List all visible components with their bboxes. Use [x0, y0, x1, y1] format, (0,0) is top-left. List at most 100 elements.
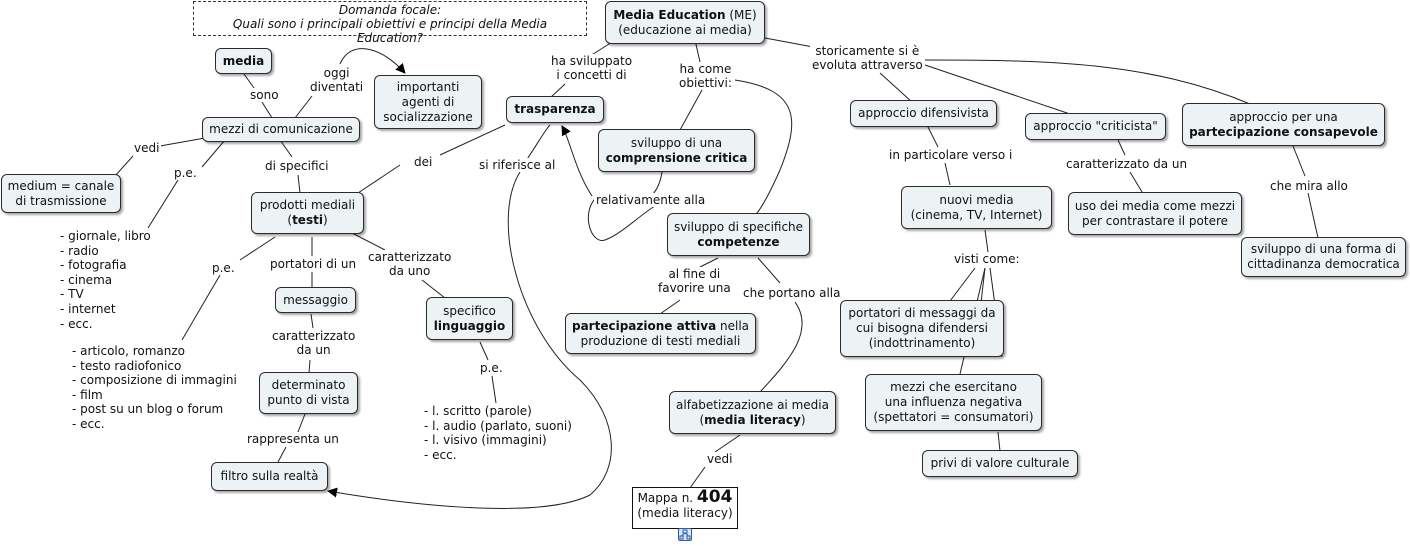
- node-privi-valore[interactable]: privi di valore culturale: [922, 450, 1078, 477]
- label-rappresenta-un: rappresenta un: [245, 432, 341, 446]
- list-item: - l. audio (parlato, suoni): [424, 418, 572, 433]
- partecipazione-attiva-line-2: produzione di testi mediali: [580, 333, 741, 348]
- node-comprensione-critica[interactable]: sviluppo di una comprensione critica: [598, 129, 755, 172]
- node-filtro-realta[interactable]: filtro sulla realtà: [211, 462, 328, 491]
- label-ha-sviluppato-2: i concetti di: [556, 68, 627, 82]
- medium-line-1: medium = canale: [7, 178, 115, 193]
- node-trasparenza[interactable]: trasparenza: [506, 96, 604, 123]
- label-storicamente-2: evoluta attraverso: [812, 58, 923, 72]
- label-caratterizzato-uno-2: da uno: [388, 264, 431, 278]
- node-partecipazione-consapevole[interactable]: approccio per una partecipazione consape…: [1182, 103, 1385, 146]
- linguaggio-line-2: linguaggio: [433, 318, 506, 333]
- node-partecipazione-attiva[interactable]: partecipazione attiva nella produzione d…: [565, 313, 756, 354]
- privi-label: privi di valore culturale: [930, 456, 1070, 470]
- medium-line-2: di trasmissione: [15, 193, 107, 208]
- label-caratterizzato-uno-1: caratterizzato: [368, 250, 452, 264]
- cittadinanza-line-2: cittadinanza democratica: [1247, 257, 1400, 271]
- label-pe-linguaggio: p.e.: [478, 361, 505, 375]
- uso-media-line-2: per contrastare il potere: [1081, 213, 1229, 228]
- node-media-education[interactable]: Media Education (ME) (educazione ai medi…: [605, 1, 765, 44]
- mezzi-label: mezzi di comunicazione: [209, 122, 353, 136]
- label-ha-sviluppato: ha sviluppato i concetti di: [549, 54, 635, 82]
- portatori-line-3: (indottrinamento): [868, 336, 976, 350]
- label-ha-come-1: ha come: [679, 62, 732, 76]
- node-approccio-criticista[interactable]: approccio "criticista": [1025, 113, 1166, 140]
- partecipazione-attiva-rest: nella: [716, 318, 750, 333]
- node-cittadinanza-democratica[interactable]: sviluppo di una forma di cittadinanza de…: [1241, 237, 1406, 277]
- uso-media-line-1: uso dei media come mezzi: [1074, 198, 1236, 213]
- literacy-paren-open: (: [699, 412, 705, 427]
- comprensione-line-2: comprensione critica: [605, 150, 748, 165]
- label-storicamente-1: storicamente si è: [815, 44, 920, 58]
- consapevole-line-2: partecipazione consapevole: [1189, 124, 1378, 139]
- node-media[interactable]: media: [215, 48, 272, 74]
- map-reference-number: 404: [696, 487, 733, 507]
- map-reference-404[interactable]: Mappa n. 404 (media literacy): [632, 487, 738, 529]
- list-item: - composizione di immagini: [72, 373, 237, 388]
- list-item: - radio: [60, 243, 99, 258]
- trasparenza-label: trasparenza: [514, 102, 596, 116]
- label-dei: dei: [412, 155, 435, 169]
- list-item: - testo radiofonico: [72, 358, 182, 373]
- label-relativamente: relativamente alla: [594, 193, 708, 207]
- concept-map-link-icon[interactable]: [678, 528, 692, 541]
- agenti-line-2: agenti di: [401, 94, 455, 109]
- punto-vista-line-1: determinato: [271, 378, 346, 392]
- portatori-line-1: portatori di messaggi da: [848, 306, 996, 320]
- list-item: - TV: [60, 287, 84, 302]
- focus-question-box: Domanda focale: Quali sono i principali …: [193, 1, 587, 45]
- label-ha-come-obiettivi: ha come obiettivi:: [677, 62, 734, 90]
- node-linguaggio[interactable]: specifico linguaggio: [426, 297, 513, 340]
- node-prodotti-mediali[interactable]: prodotti mediali (testi): [251, 192, 364, 234]
- label-caratterizzato-da-un: caratterizzato da un: [270, 329, 358, 357]
- label-caratterizzato-da-uno: caratterizzato da uno: [366, 250, 454, 278]
- prodotti-paren-close: ): [322, 213, 328, 227]
- map-reference-subtitle: (media literacy): [637, 506, 733, 520]
- agenti-line-1: importanti: [396, 79, 460, 94]
- label-sono: sono: [248, 88, 281, 102]
- node-uso-media[interactable]: uso dei media come mezzi per contrastare…: [1068, 192, 1242, 235]
- examples-media-list: - giornale, libro- radio- fotografia- ci…: [60, 229, 151, 331]
- nuovi-media-line-1: nuovi media: [939, 192, 1014, 207]
- label-caratterizzato-un-1: caratterizzato: [272, 329, 356, 343]
- label-al-fine-di: al fine di favorire una: [656, 267, 733, 295]
- node-agenti-socializzazione[interactable]: importanti agenti di socializzazione: [374, 75, 482, 129]
- portatori-line-2: cui bisogna difendersi: [856, 321, 988, 335]
- agenti-line-3: socializzazione: [383, 109, 473, 124]
- node-approccio-difensivista[interactable]: approccio difensivista: [850, 100, 997, 127]
- node-messaggio[interactable]: messaggio: [275, 287, 356, 313]
- label-caratterizzato-da-un-right: caratterizzato da un: [1064, 157, 1190, 171]
- label-portatori-di-un: portatori di un: [268, 257, 359, 271]
- label-vedi-mappa: vedi: [705, 452, 735, 466]
- label-al-fine-2: favorire una: [658, 281, 731, 295]
- label-oggi: oggi: [323, 66, 350, 80]
- map-reference-prefix: Mappa n.: [637, 491, 697, 505]
- cittadinanza-line-1: sviluppo di una forma di: [1250, 242, 1397, 256]
- label-che-mira-allo: che mira allo: [1268, 179, 1350, 193]
- competenze-line-1: sviluppo di specifiche: [673, 219, 804, 234]
- criticista-label: approccio "criticista": [1033, 119, 1158, 133]
- nuovi-media-line-2: (cinema, TV, Internet): [910, 207, 1043, 222]
- node-influenza-negativa[interactable]: mezzi che esercitano una influenza negat…: [865, 374, 1042, 431]
- node-competenze[interactable]: sviluppo di specifiche competenze: [667, 213, 810, 256]
- node-nuovi-media[interactable]: nuovi media (cinema, TV, Internet): [901, 186, 1052, 229]
- literacy-bold: media literacy: [704, 412, 801, 427]
- label-storicamente: storicamente si è evoluta attraverso: [810, 44, 925, 72]
- label-al-fine-1: al fine di: [668, 267, 721, 281]
- label-visti-come: visti come:: [952, 252, 1022, 266]
- list-item: - l. scritto (parole): [424, 404, 532, 418]
- messaggio-label: messaggio: [283, 292, 348, 307]
- label-di-specifici: di specifici: [263, 159, 331, 173]
- node-medium[interactable]: medium = canale di trasmissione: [1, 174, 121, 213]
- label-vedi-medium: vedi: [132, 141, 162, 155]
- filtro-label: filtro sulla realtà: [220, 469, 319, 483]
- node-punto-di-vista[interactable]: determinato punto di vista: [259, 372, 358, 414]
- node-media-literacy[interactable]: alfabetizzazione ai media (media literac…: [669, 391, 836, 434]
- node-portatori-messaggi[interactable]: portatori di messaggi da cui bisogna dif…: [840, 300, 1004, 357]
- focus-question-text: Quali sono i principali obiettivi e prin…: [232, 17, 548, 45]
- node-mezzi-comunicazione[interactable]: mezzi di comunicazione: [202, 117, 360, 142]
- partecipazione-attiva-bold: partecipazione attiva: [571, 318, 717, 333]
- literacy-paren-close: ): [800, 412, 806, 427]
- label-oggi-diventati: oggi diventati: [308, 66, 366, 94]
- punto-vista-line-2: punto di vista: [267, 393, 350, 407]
